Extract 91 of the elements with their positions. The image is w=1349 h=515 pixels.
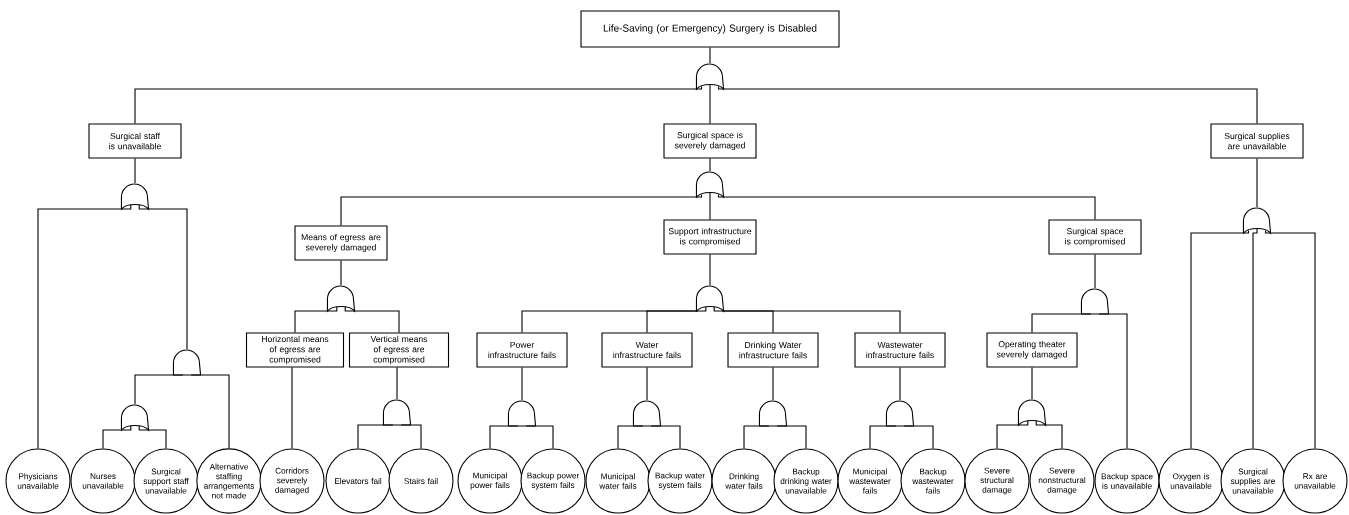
event-box: Drinking Water infrastructure fails <box>727 332 819 368</box>
connector-line <box>722 310 901 333</box>
or-gate <box>1242 207 1272 234</box>
event-box: Surgical staff is unavailable <box>88 123 182 159</box>
node-label: Oxygen is unavailable <box>1170 473 1212 489</box>
connector-line <box>903 425 934 449</box>
event-box: Surgical space is severely damaged <box>663 123 757 159</box>
connector-line <box>1252 228 1258 449</box>
connector-line <box>340 193 703 226</box>
connector-line <box>646 306 707 333</box>
node-label: Municipal wastewater fails <box>849 468 891 494</box>
connector-line <box>772 367 774 401</box>
connector-line <box>294 306 338 333</box>
or-gate <box>120 183 150 210</box>
connector-line <box>709 158 711 172</box>
connector-line <box>1256 158 1258 208</box>
connector-line <box>709 254 711 286</box>
or-gate <box>326 285 356 312</box>
event-box: Horizontal means of egress are compromised <box>245 332 345 368</box>
connector-line <box>717 85 1258 124</box>
connector-line <box>1031 313 1092 333</box>
and-gate <box>382 399 412 426</box>
event-box: Water infrastructure fails <box>601 332 693 368</box>
connector-line <box>37 204 132 449</box>
connector-line <box>996 420 1029 449</box>
event-box: Operating theater severely damaged <box>986 332 1078 368</box>
node-label: Backup drinking water unavailable <box>780 468 832 494</box>
connector-line <box>646 367 648 401</box>
connector-line <box>521 367 523 401</box>
connector-line <box>340 260 342 286</box>
connector-line <box>134 158 136 184</box>
connector-line <box>134 85 703 124</box>
event-box: Wastewater infrastructure fails <box>854 332 946 368</box>
and-gate <box>507 400 537 427</box>
node-label: Surgical supplies are unavailable <box>1230 468 1275 494</box>
connector-line <box>400 424 422 449</box>
and-gate <box>172 349 202 376</box>
node-label: Surgical support staff unavailable <box>143 468 189 494</box>
connector-line <box>190 374 230 449</box>
event-box: Power infrastructure fails <box>476 332 568 368</box>
node-label: Drinking water fails <box>725 473 763 489</box>
event-box: Vertical means of egress are compromised <box>348 332 450 368</box>
connector-line <box>1264 229 1316 449</box>
node-label: Rx are unavailable <box>1294 473 1336 489</box>
connector-line <box>617 425 644 449</box>
and-gate <box>885 400 915 427</box>
connector-line <box>1094 254 1096 289</box>
node-label: Backup water system fails <box>655 472 705 490</box>
connector-line <box>709 84 711 124</box>
node-label: Corridors severely damaged <box>275 467 309 495</box>
connector-line <box>899 367 901 401</box>
or-gate <box>120 404 150 431</box>
or-gate <box>695 63 725 90</box>
and-gate <box>632 400 662 427</box>
connector-line <box>344 306 400 333</box>
event-box: Surgical space is compromised <box>1048 219 1142 255</box>
node-label: Backup power system fails <box>527 472 580 490</box>
and-gate <box>1080 288 1110 315</box>
connector-line <box>1035 420 1063 449</box>
connector-line <box>713 306 774 333</box>
connector-line <box>717 193 1096 220</box>
event-box: Surgical supplies are unavailable <box>1210 123 1304 159</box>
connector-line <box>869 425 897 449</box>
or-gate <box>695 171 725 198</box>
connector-line <box>743 425 770 449</box>
connector-line <box>650 425 681 449</box>
connector-line <box>396 367 398 400</box>
connector-line <box>291 367 293 449</box>
node-label: Stairs fail <box>404 477 438 485</box>
connector-line <box>1190 229 1250 449</box>
event-box: Support infrastructure is compromised <box>663 219 757 255</box>
connector-line <box>357 424 394 449</box>
connector-line <box>1098 313 1128 449</box>
or-gate <box>695 285 725 312</box>
connector-line <box>102 425 132 449</box>
connector-line <box>138 204 188 350</box>
connector-line <box>134 374 184 405</box>
or-gate <box>1017 399 1047 426</box>
connector-line <box>138 425 167 449</box>
connector-line <box>709 192 711 220</box>
connector-line <box>776 425 807 449</box>
connector-line <box>489 425 519 449</box>
event-box: Life-Saving (or Emergency) Surgery is Disabled <box>580 10 840 48</box>
connector-line <box>709 47 711 64</box>
node-label: Severe structural damage <box>980 467 1014 495</box>
node-label: Alternative staffing arrangements not made <box>204 463 255 499</box>
connector-line <box>1031 367 1033 400</box>
event-box: Means of egress are severely damaged <box>294 225 388 261</box>
connector-line <box>525 425 554 449</box>
and-gate <box>758 400 788 427</box>
node-label: Backup wastewater fails <box>912 468 954 494</box>
